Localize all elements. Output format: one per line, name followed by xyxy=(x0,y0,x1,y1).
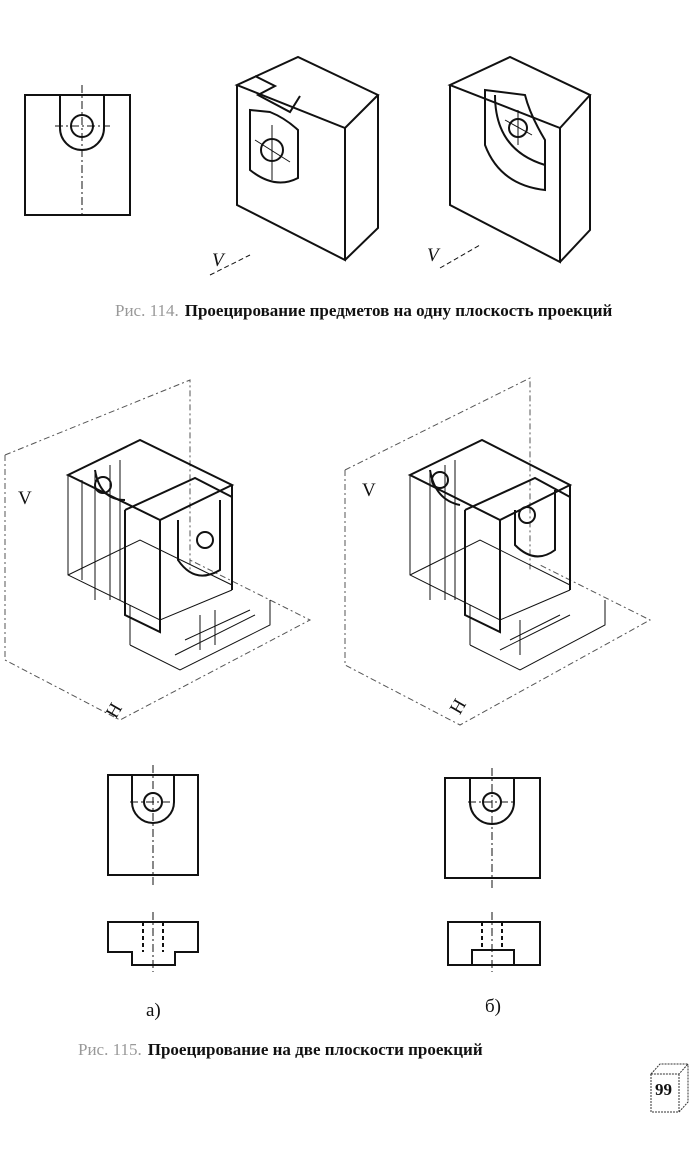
front-view-b xyxy=(444,768,541,888)
cube-icon xyxy=(649,1063,690,1113)
page-number: 99 xyxy=(655,1080,672,1099)
isometric-object-a xyxy=(65,438,271,671)
front-view-a xyxy=(107,765,199,885)
plane-label-v-2: V xyxy=(427,245,439,266)
projection-planes-b xyxy=(344,377,652,726)
figure-number: Рис. 115. xyxy=(78,1040,142,1059)
figure-115-caption: Рис. 115. Проецирование на две плоскости … xyxy=(78,1040,483,1060)
isometric-box-notch-front xyxy=(209,55,380,276)
plane-label-b-v: V xyxy=(362,480,376,501)
top-view-b xyxy=(447,912,541,972)
projection-planes-a xyxy=(4,379,312,721)
front-view-114 xyxy=(24,85,131,216)
top-view-a xyxy=(107,912,199,972)
caption-text: Проецирование предметов на одну плоскост… xyxy=(184,301,613,320)
figure-114-caption: Рис. 114. Проецирование предметов на одну… xyxy=(115,301,612,321)
figure-number: Рис. 114. xyxy=(115,301,179,320)
sub-label-b: б) xyxy=(485,996,501,1017)
plane-label-v-1: V xyxy=(212,250,224,271)
isometric-object-b xyxy=(407,438,606,671)
sub-label-a: а) xyxy=(146,1000,161,1021)
caption-text: Проецирование на две плоскости проекций xyxy=(147,1040,483,1059)
isometric-box-notch-back xyxy=(439,55,592,269)
figure-114-drawings xyxy=(24,55,592,276)
figure-115-drawings xyxy=(4,377,652,972)
plane-label-a-v: V xyxy=(18,488,32,509)
page-number-box: 99 xyxy=(649,1062,690,1114)
